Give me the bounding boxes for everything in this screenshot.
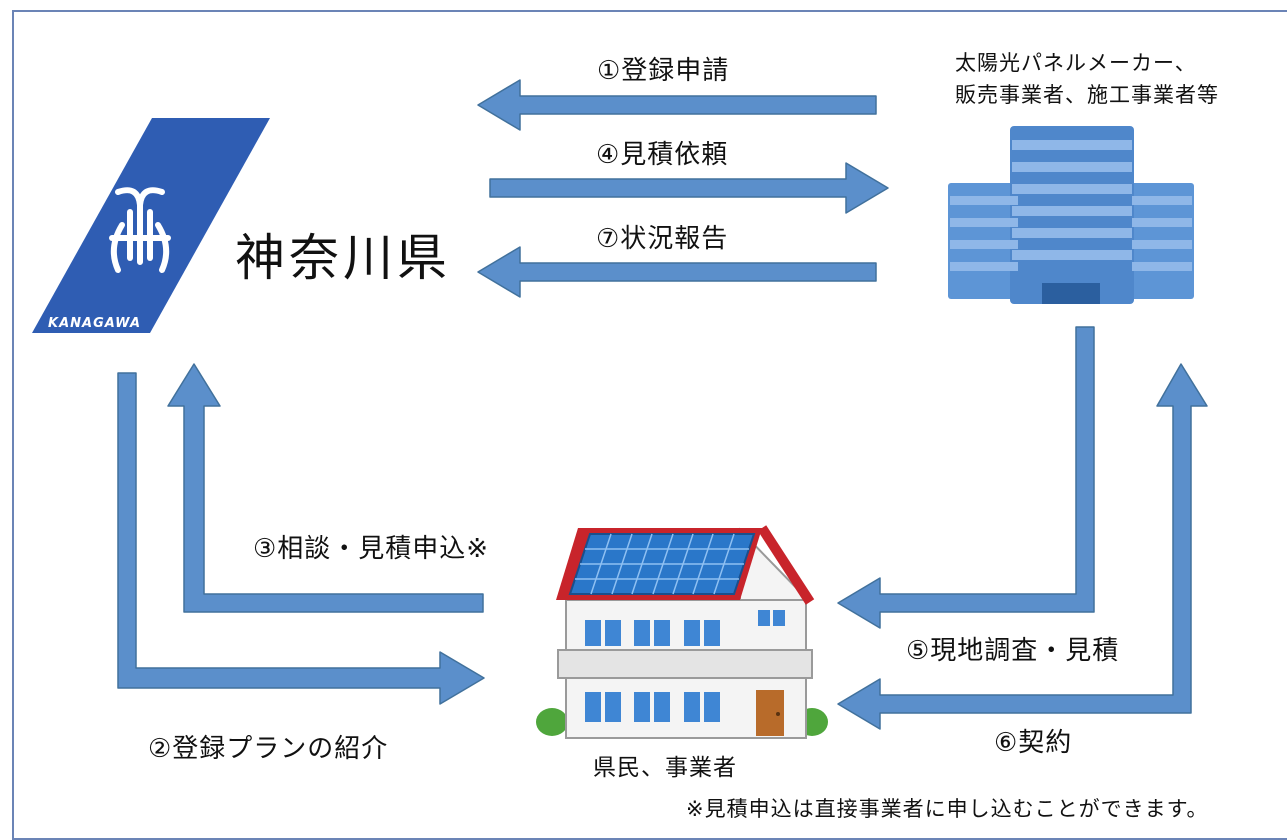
company-label-line2: 販売事業者、施工事業者等 <box>955 83 1219 107</box>
arrow-step2 <box>117 372 485 705</box>
arrow-step3 <box>167 363 484 613</box>
arrow-step7 <box>477 246 877 298</box>
step5-label: ⑤現地調査・見積 <box>906 636 1120 666</box>
step4-label: ④見積依頼 <box>596 140 729 170</box>
house-with-solar-panels-icon <box>536 525 828 739</box>
logo-caption: KANAGAWA <box>48 316 142 331</box>
arrow-step1 <box>477 79 877 131</box>
step3-label: ③相談・見積申込※ <box>253 534 490 564</box>
resident-label: 県民、事業者 <box>593 755 737 781</box>
prefecture-name: 神奈川県 <box>235 229 451 287</box>
step1-label: ①登録申請 <box>597 56 730 86</box>
step7-label: ⑦状況報告 <box>596 224 729 254</box>
kanagawa-prefecture-logo-icon <box>32 118 270 333</box>
step6-label: ⑥契約 <box>994 728 1073 758</box>
company-label-line1: 太陽光パネルメーカー、 <box>955 51 1197 75</box>
step2-label: ②登録プランの紹介 <box>148 734 389 764</box>
office-building-icon <box>948 126 1194 304</box>
arrow-step6 <box>837 363 1208 730</box>
arrow-step4 <box>489 162 889 214</box>
arrow-step5 <box>837 326 1095 629</box>
footnote: ※見積申込は直接事業者に申し込むことができます。 <box>686 797 1209 821</box>
